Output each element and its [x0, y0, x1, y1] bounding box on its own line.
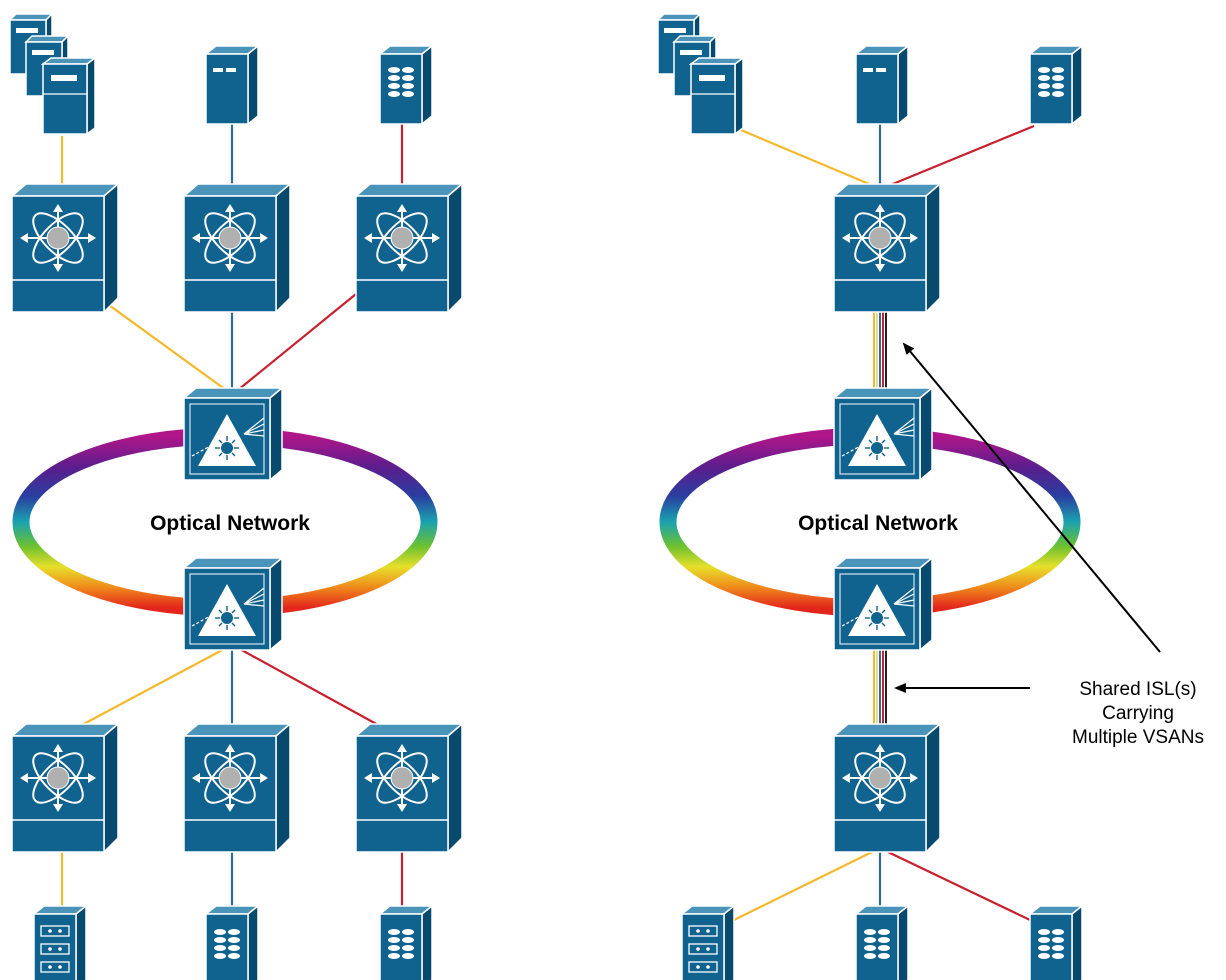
server-stack-icon [656, 12, 746, 136]
left-panel: Optical Network [8, 12, 465, 980]
ring-label: Optical Network [798, 512, 958, 535]
callout-arrow-upper [902, 342, 1161, 653]
fabric-switch-icon [9, 722, 121, 854]
server-stack-icon [8, 12, 98, 136]
callout-label: Shared ISL(s) Carrying Multiple VSANs [1072, 679, 1204, 748]
link-yellow [79, 647, 227, 727]
server-icon [853, 44, 911, 126]
link-red [887, 851, 1031, 921]
link-yellow [733, 851, 873, 921]
storage-array-icon [377, 904, 435, 980]
link-yellow [735, 126, 875, 188]
storage-array-icon [1027, 44, 1085, 126]
optical-node-icon [181, 556, 285, 652]
link-red [237, 293, 357, 391]
callout-line: Multiple VSANs [1072, 727, 1204, 748]
link-red [887, 124, 1035, 188]
storage-array-icon [853, 904, 911, 980]
link-red [237, 647, 381, 727]
ring-label: Optical Network [150, 512, 310, 535]
shared-isl-bundle [873, 650, 887, 726]
callout-line: Shared ISL(s) [1079, 679, 1196, 700]
storage-array-icon [679, 904, 737, 980]
fabric-switch-icon [831, 182, 943, 314]
optical-node-icon [831, 386, 935, 482]
fabric-switch-icon [9, 182, 121, 314]
fabric-switch-icon [831, 722, 943, 854]
storage-array-icon [377, 44, 435, 126]
server-icon [203, 44, 261, 126]
storage-array-icon [203, 904, 261, 980]
fabric-switch-icon [353, 182, 465, 314]
fabric-switch-icon [181, 182, 293, 314]
right-links [733, 124, 1035, 921]
right-panel: Optical Network [656, 12, 1204, 980]
fabric-switch-icon [353, 722, 465, 854]
optical-node-icon [181, 386, 285, 482]
left-links [60, 124, 404, 908]
callout-line: Carrying [1102, 703, 1174, 724]
shared-isl-bundle [873, 312, 887, 390]
storage-array-icon [1027, 904, 1085, 980]
fabric-switch-icon [181, 722, 293, 854]
optical-node-icon [831, 556, 935, 652]
link-yellow [101, 299, 227, 391]
storage-array-icon [31, 904, 89, 980]
